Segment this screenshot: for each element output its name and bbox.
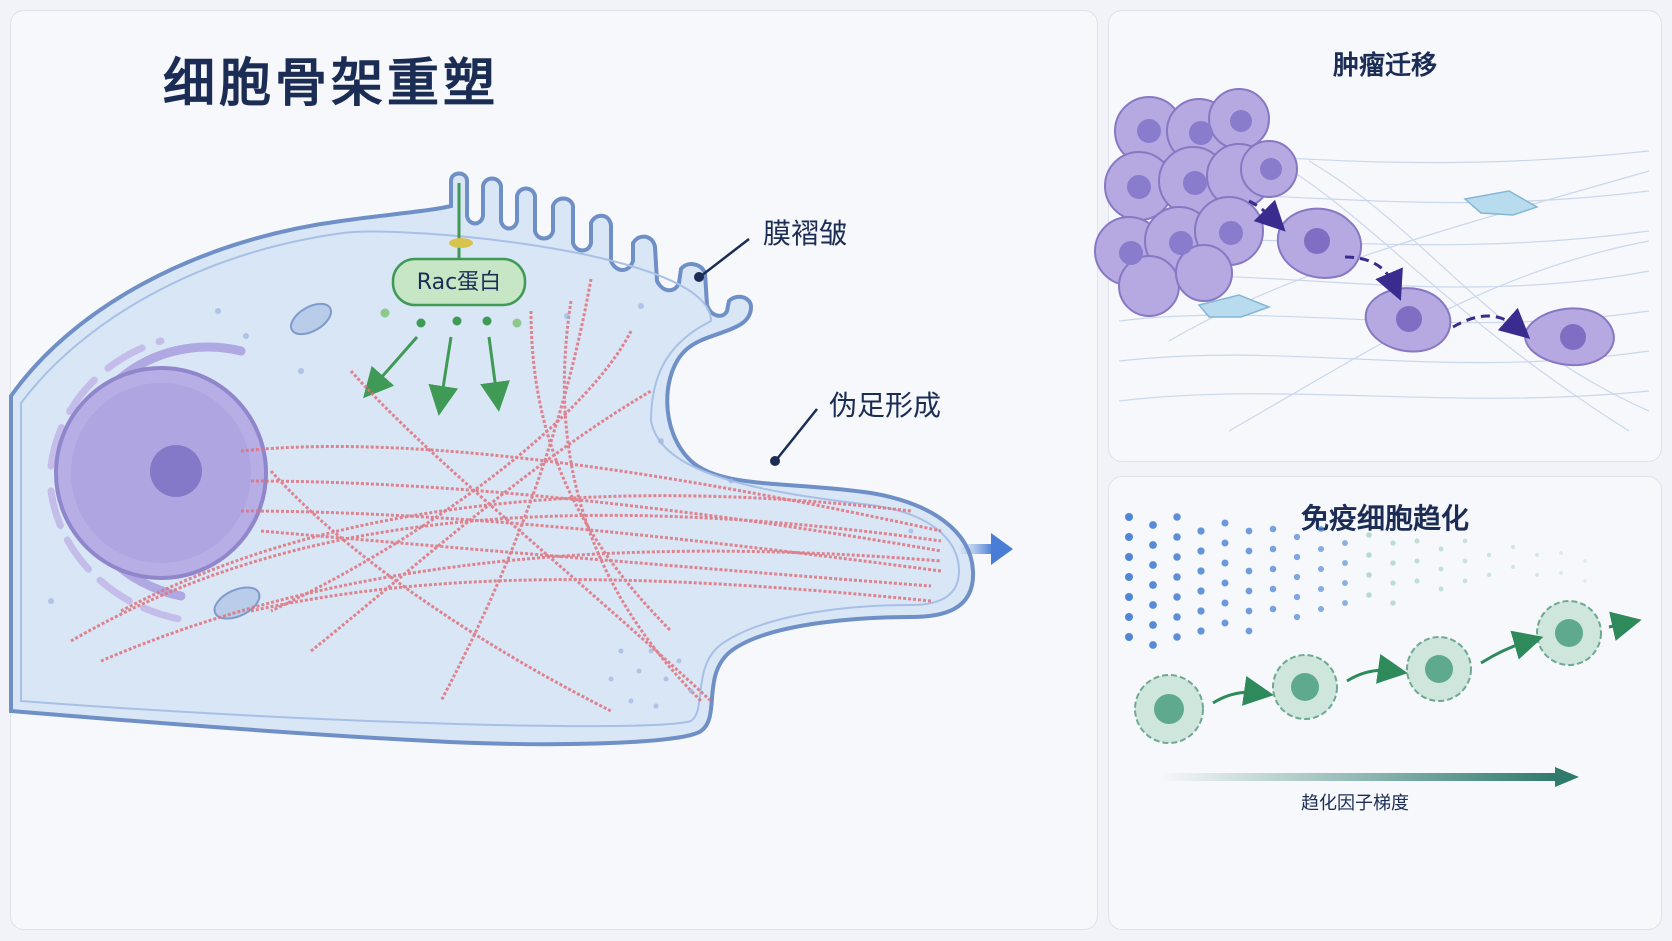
rac-label: Rac蛋白	[417, 270, 501, 295]
mitochondrion	[213, 302, 332, 620]
immune-chemotaxis-panel: 免疫细胞趋化	[1108, 476, 1662, 930]
actin-filaments	[70, 278, 942, 713]
ruffle-label: 膜褶皱	[763, 217, 847, 250]
chemokine-dots	[1125, 513, 1587, 649]
migration-arrow	[959, 533, 1013, 565]
pseudopod-callout-line	[776, 408, 818, 460]
nucleus	[47, 337, 268, 625]
rac-protein-badge	[391, 257, 527, 307]
gradient-arrow	[1159, 767, 1579, 787]
gradient-label: 趋化因子梯度	[1301, 793, 1409, 814]
migrating-tumor-cell	[1276, 207, 1615, 367]
tumor-migration-panel: 肿瘤迁移	[1094, 10, 1662, 462]
migration-path-arrows	[1248, 199, 1531, 339]
cell-diagram: Rac蛋白 膜褶皱 伪足形成	[9, 171, 1013, 747]
ruffle-callout-line	[700, 238, 750, 277]
cytoskeleton-panel: 细胞骨架重塑	[9, 10, 1098, 930]
chemotaxis-diagram: 趋化因子梯度	[1125, 513, 1642, 814]
panel-title: 细胞骨架重塑	[162, 54, 499, 114]
pseudopod-label: 伪足形成	[829, 389, 941, 422]
panel-title: 免疫细胞趋化	[1300, 502, 1469, 535]
immune-cells	[1134, 600, 1602, 744]
signal-dots	[380, 308, 522, 328]
vesicles	[48, 303, 914, 709]
tumor-diagram	[1094, 88, 1650, 432]
chemotaxis-arrows	[1212, 611, 1642, 706]
activation-arrows	[363, 336, 510, 416]
panel-title: 肿瘤迁移	[1332, 51, 1437, 81]
